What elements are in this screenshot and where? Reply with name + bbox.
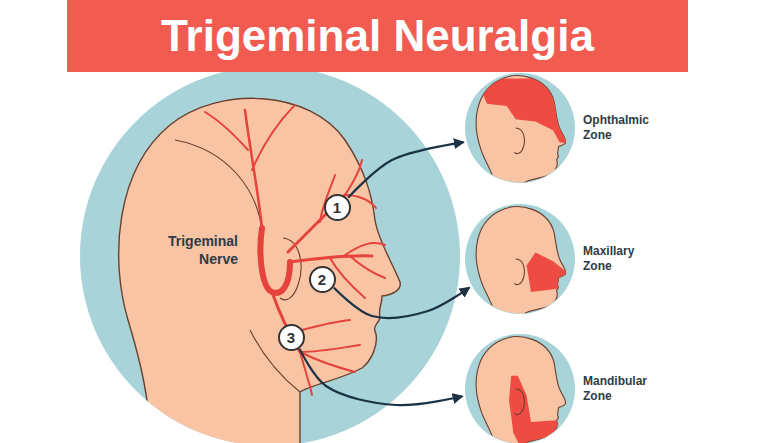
callout-number-text: 2 [309,266,336,293]
zone-circle: Ophthalmic Zone [465,73,575,183]
callout-number-text: 3 [278,324,305,351]
node-outline [465,334,575,443]
title-band: Trigeminal Neuralgia [67,0,688,72]
node-circle [279,325,304,350]
zone-circle: Maxillary Zone [465,204,575,314]
node-circle [465,334,575,443]
callout-number: 1 [324,194,351,221]
node-circle [325,195,350,220]
callout-number: 3 [278,324,305,351]
zone-circle: Mandibular Zone [465,334,575,443]
title-text: Trigeminal Neuralgia [161,11,594,61]
node-circle [465,204,575,314]
title-banner [67,0,688,72]
nerve-circle: Trigeminal Nerve 1 2 3 [80,66,460,443]
node-circle [310,267,335,292]
zone-label: Mandibular Zone [583,374,663,404]
node-circle [80,66,460,443]
callout-number-text: 1 [324,194,351,221]
callout-number: 2 [309,266,336,293]
node-outline [80,66,460,443]
zone-label: Ophthalmic Zone [583,113,663,143]
nerve-label: Trigeminal Nerve [158,232,238,268]
node-circle [465,73,575,183]
zone-label: Maxillary Zone [583,244,663,274]
node-outline [465,73,575,183]
node-outline [465,204,575,314]
